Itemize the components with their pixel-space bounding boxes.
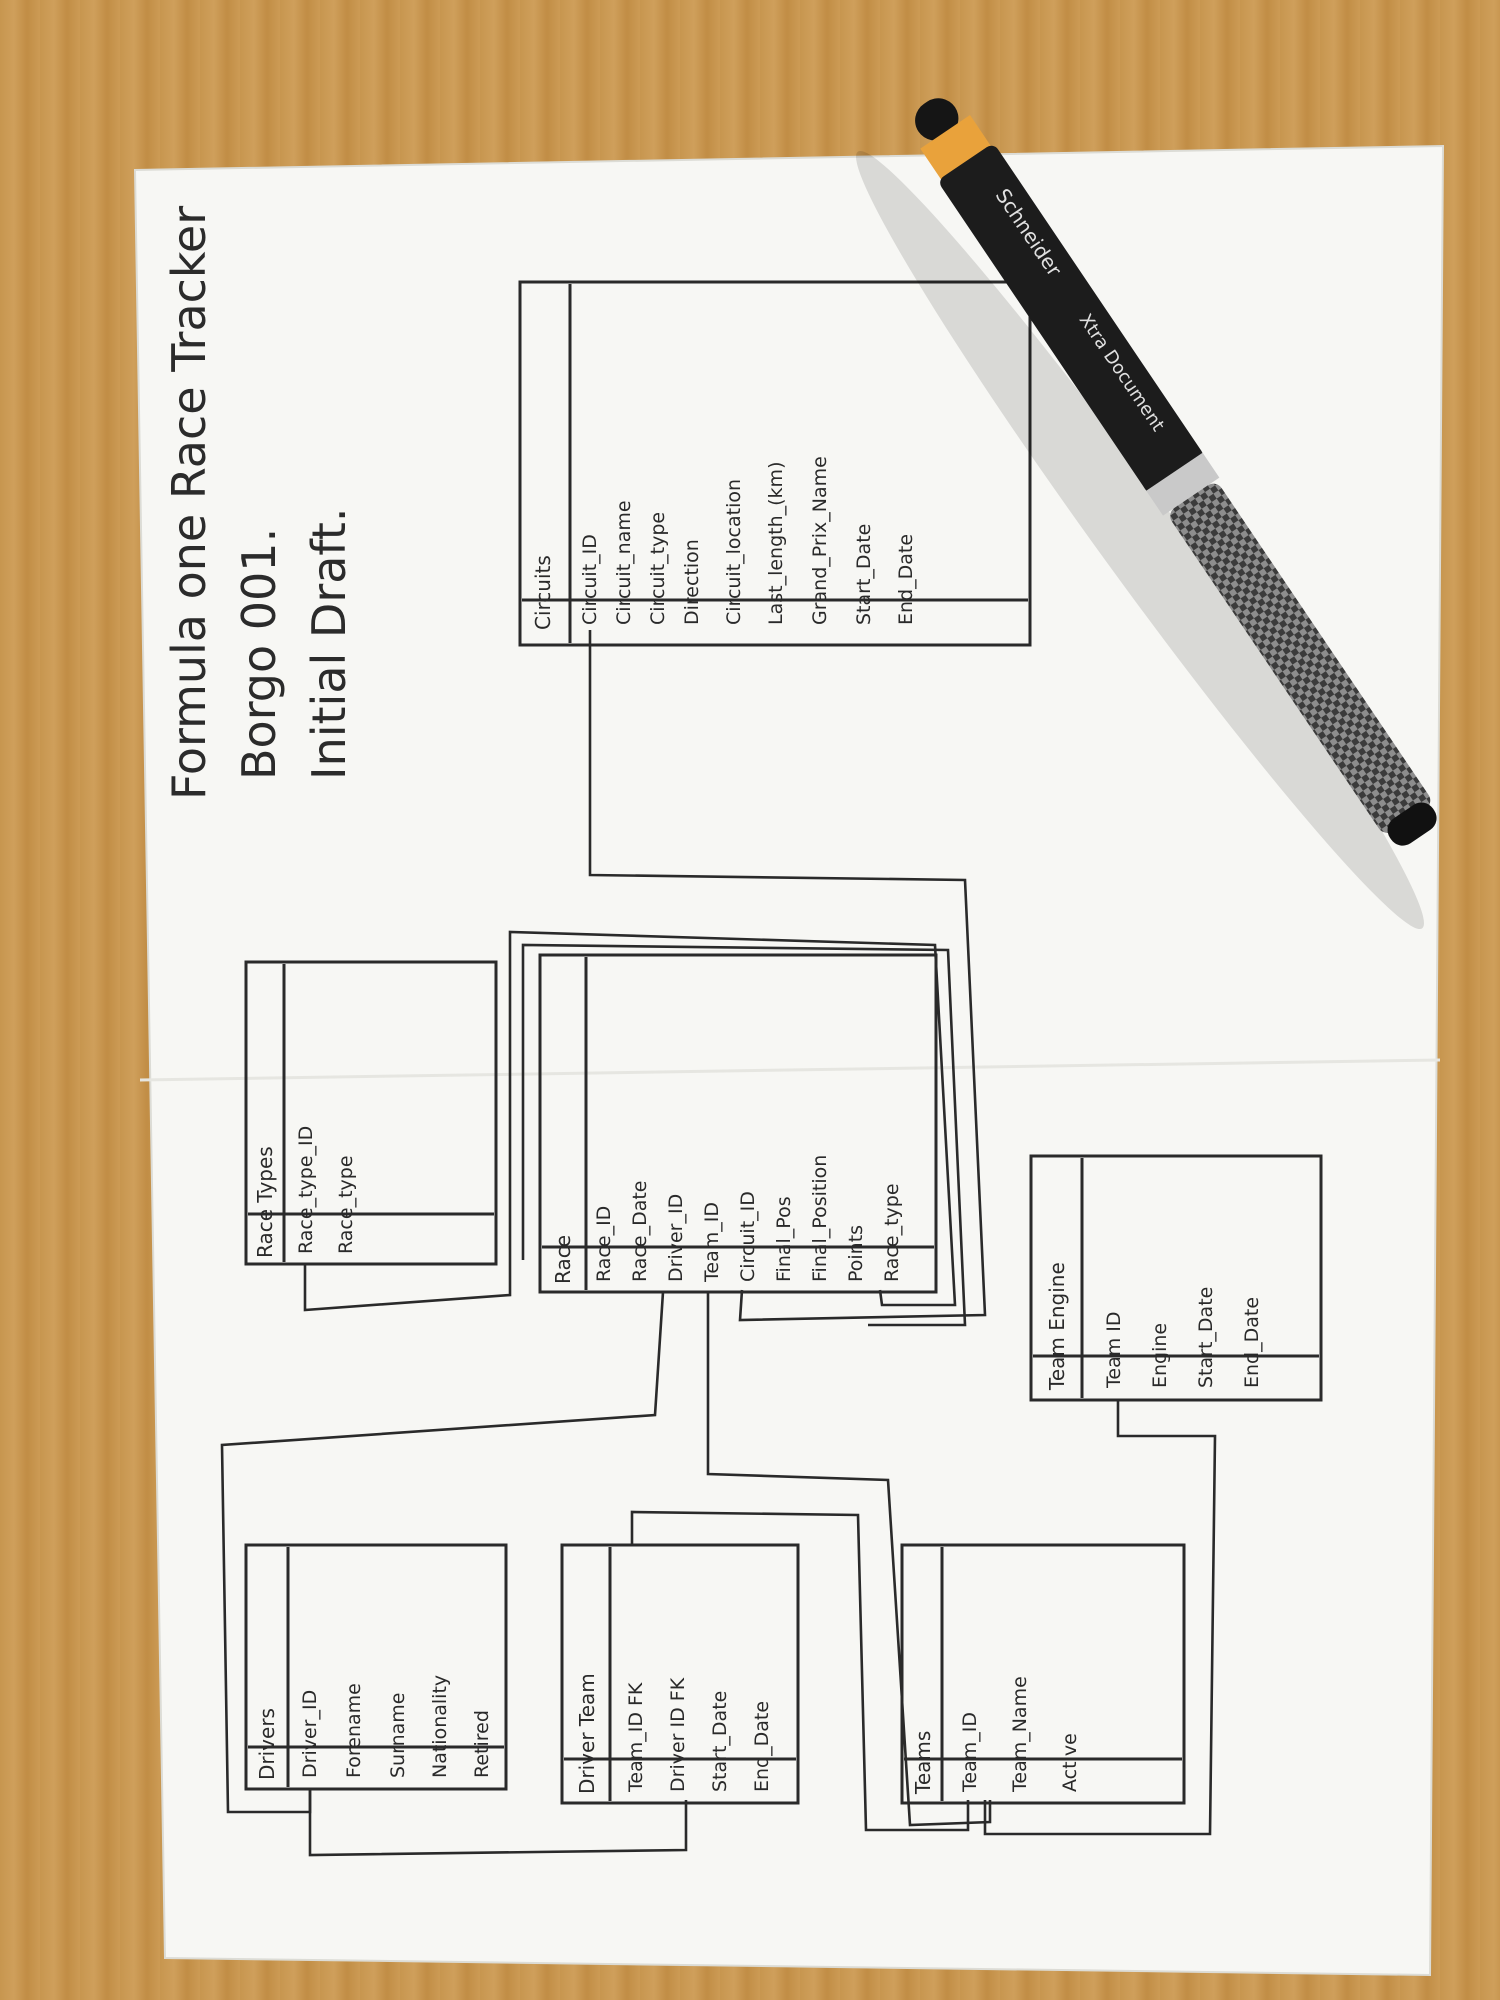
heading-line-3: Initial Draft. xyxy=(302,508,356,780)
teams-attr: Team_Name xyxy=(1009,1676,1031,1793)
team-engine-attr: Start_Date xyxy=(1195,1287,1217,1388)
teams-attributes: Team_ID Team_Name Active xyxy=(959,1676,1081,1793)
race-attr: Circuit_ID xyxy=(737,1191,759,1282)
circuits-attr: Circuit_name xyxy=(613,500,635,625)
race-attr: Driver_ID xyxy=(665,1194,687,1282)
team-engine-attr: End_Date xyxy=(1241,1297,1263,1388)
link-race-loop xyxy=(521,943,967,1327)
team-engine-attr: Team ID xyxy=(1103,1312,1125,1390)
table-drivers xyxy=(244,1543,508,1791)
race-types-title: Race Types xyxy=(253,1146,277,1258)
race-title: Race xyxy=(551,1235,575,1284)
circuits-attr: Circuit_location xyxy=(723,479,745,625)
race-attr: Points xyxy=(845,1225,867,1282)
driver-team-title: Driver Team xyxy=(575,1673,599,1794)
race-attr: Team_ID xyxy=(701,1202,723,1283)
link-race-teams xyxy=(706,1292,992,1827)
race-attr: Race_type xyxy=(881,1183,903,1282)
driver-team-attr: End_Date xyxy=(751,1701,773,1792)
circuits-attr: Last_length_(km) xyxy=(765,462,787,625)
drivers-title: Drivers xyxy=(255,1708,279,1780)
circuits-attr: Circuit_type xyxy=(647,512,669,625)
table-driver-team xyxy=(560,1543,800,1805)
drivers-attr: Forename xyxy=(343,1683,365,1778)
team-engine-attributes: Team ID Engine Start_Date End_Date xyxy=(1103,1287,1263,1389)
circuits-attr: Grand_Prix_Name xyxy=(809,456,831,625)
race-attr: Final_Pos xyxy=(773,1196,795,1282)
drivers-attr: Surname xyxy=(387,1693,409,1778)
race-attr: Race_Date xyxy=(629,1181,651,1282)
race-types-attr: Race_type xyxy=(335,1155,357,1254)
teams-attr: Team_ID xyxy=(959,1712,981,1793)
link-drivers-driverteam xyxy=(308,1790,688,1857)
race-types-attributes: Race_type_ID Race_type xyxy=(295,1126,357,1254)
drivers-attr: Driver_ID xyxy=(299,1690,321,1778)
driver-team-attr: Driver ID FK xyxy=(667,1677,689,1792)
link-racetypes-race xyxy=(303,930,957,1312)
circuits-attr: Start_Date xyxy=(853,524,875,625)
race-attr: Race_ID xyxy=(593,1206,615,1282)
circuits-attr: Circuit_ID xyxy=(579,534,601,625)
circuits-title-group: Circuits xyxy=(531,555,555,630)
driver-team-attr: Team_ID FK xyxy=(625,1682,647,1793)
link-circuits-race xyxy=(588,630,987,1322)
drivers-attributes: Driver_ID Forename Surname Nationality R… xyxy=(299,1675,493,1778)
table-race xyxy=(538,953,938,1294)
driver-team-attributes: Team_ID FK Driver ID FK Start_Date End_D… xyxy=(625,1677,773,1793)
race-attr: Final_Position xyxy=(809,1155,831,1282)
circuits-attributes: Circuit_ID Circuit_name Circuit_type Dir… xyxy=(579,456,917,625)
table-teams xyxy=(900,1543,1186,1805)
table-team-engine xyxy=(1029,1154,1323,1402)
race-attributes: Race_ID Race_Date Driver_ID Team_ID Circ… xyxy=(593,1155,903,1283)
circuits-attr: Direction xyxy=(681,539,703,625)
drivers-attr: Nationality xyxy=(429,1675,451,1778)
paper-fold xyxy=(139,1058,1441,1082)
diagram-heading: Formula one Race Tracker Borgo 001. Init… xyxy=(162,206,356,800)
circuits-attr: End_Date xyxy=(895,534,917,625)
paper-edge xyxy=(133,144,1445,1977)
heading-line-2: Borgo 001. xyxy=(232,528,286,780)
team-engine-attr: Engine xyxy=(1149,1323,1171,1388)
link-teamengine-teams xyxy=(983,1400,1217,1836)
drivers-attr: Retired xyxy=(471,1710,493,1778)
circuits-title: Circuits xyxy=(531,555,555,630)
heading-line-1: Formula one Race Tracker xyxy=(162,206,216,800)
relationship-lines xyxy=(220,630,1217,1857)
teams-attr: Active xyxy=(1059,1733,1081,1792)
team-engine-title: Team Engine xyxy=(1045,1262,1069,1391)
race-types-attr: Race_type_ID xyxy=(295,1126,317,1254)
driver-team-attr: Start_Date xyxy=(709,1691,731,1792)
table-race-types xyxy=(244,960,498,1266)
teams-title: Teams xyxy=(911,1731,935,1795)
link-driverteam-teams xyxy=(630,1510,970,1832)
